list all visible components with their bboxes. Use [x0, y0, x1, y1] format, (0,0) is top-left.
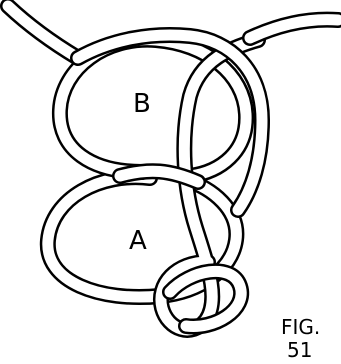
rope-standing-end-left	[8, 6, 78, 58]
loop-b-label: B	[133, 91, 151, 117]
figure-caption: FIG. 51	[281, 316, 341, 362]
rope-standing-end-right	[250, 20, 338, 38]
figure-caption-line1: FIG.	[281, 316, 341, 339]
rope-waist-crossing	[120, 171, 198, 182]
figure-caption-line2: 51	[281, 339, 341, 362]
loop-a-label: A	[129, 228, 147, 254]
